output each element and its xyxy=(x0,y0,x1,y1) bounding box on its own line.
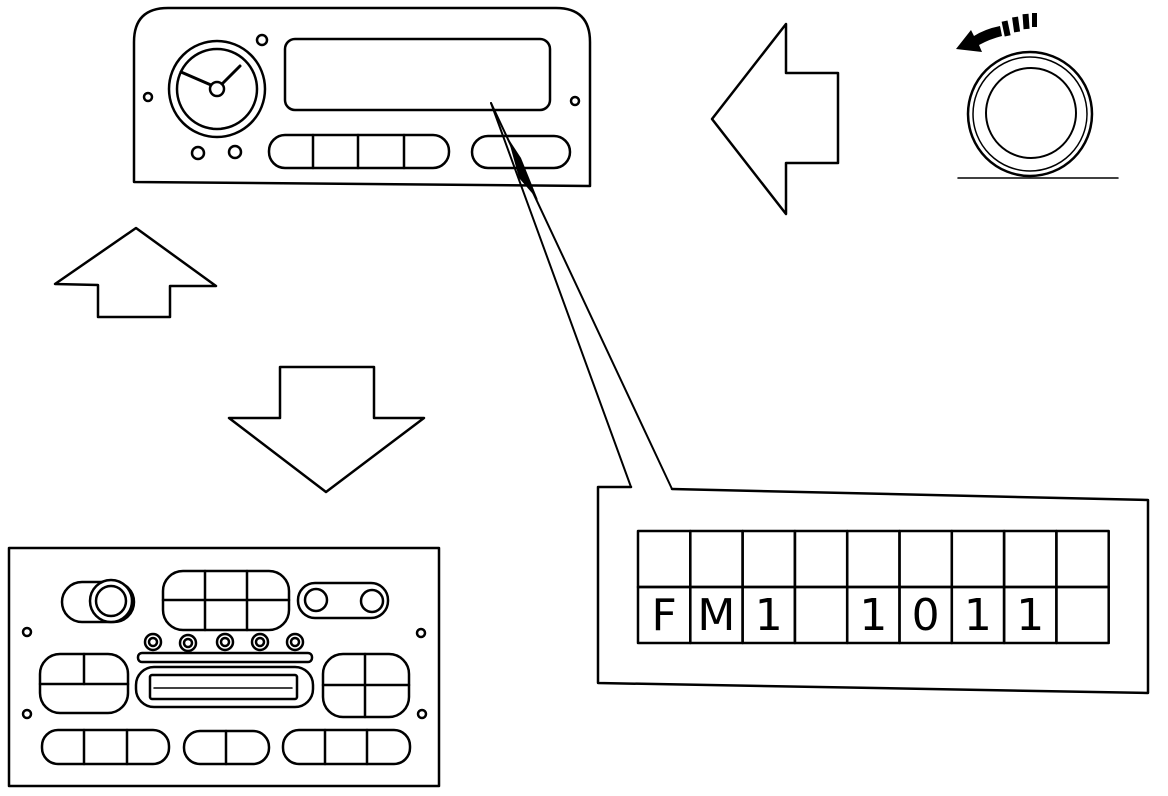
bottom-top-button-grid[interactable] xyxy=(161,569,291,632)
bottom-radio-housing xyxy=(7,546,441,788)
display-cell xyxy=(636,529,692,589)
bottom-preset-buttons-left[interactable] xyxy=(40,728,171,766)
display-cell xyxy=(1055,529,1110,589)
bottom-screw-icon xyxy=(416,708,428,720)
bottom-display-bar xyxy=(136,651,314,664)
top-small-knob[interactable] xyxy=(227,144,243,160)
top-screw-icon xyxy=(255,33,269,47)
top-small-knob[interactable] xyxy=(190,145,206,161)
top-display-window xyxy=(283,37,552,112)
down-arrow-icon xyxy=(227,365,426,494)
rotary-knob-icon[interactable] xyxy=(957,50,1119,179)
top-radio-housing xyxy=(132,6,592,188)
display-character: M xyxy=(697,590,735,641)
up-arrow-icon xyxy=(53,226,218,319)
display-cell xyxy=(898,529,954,589)
display-cell xyxy=(741,529,797,589)
display-cell xyxy=(689,529,744,589)
display-cell xyxy=(1055,585,1110,645)
bottom-indicator-leds xyxy=(143,632,305,653)
bottom-preset-buttons-middle[interactable] xyxy=(182,729,271,766)
display-cell xyxy=(793,585,849,645)
bottom-preset-buttons-right[interactable] xyxy=(281,728,412,766)
clock-icon xyxy=(167,39,267,139)
left-arrow-icon xyxy=(710,22,840,216)
display-character: 1 xyxy=(1016,590,1044,641)
display-character: 1 xyxy=(755,590,783,641)
bottom-right-button-pad[interactable] xyxy=(321,652,411,719)
display-character: 1 xyxy=(859,590,887,641)
display-cell xyxy=(950,529,1006,589)
display-character: 0 xyxy=(912,590,940,641)
bottom-screw-icon xyxy=(21,708,33,720)
bottom-right-knob-pair[interactable] xyxy=(296,581,390,620)
top-button-strip[interactable] xyxy=(267,133,451,170)
display-cell xyxy=(793,529,849,589)
top-screw-icon xyxy=(569,95,581,107)
bottom-radio-unit xyxy=(7,546,441,788)
top-screw-icon xyxy=(142,91,154,103)
bottom-left-button-pad[interactable] xyxy=(38,652,130,715)
bottom-volume-knob[interactable] xyxy=(60,578,136,624)
display-callout-pointer xyxy=(490,102,673,490)
bottom-screw-icon xyxy=(415,627,427,639)
display-character: 1 xyxy=(964,590,992,641)
display-cell xyxy=(1002,529,1058,589)
bottom-screw-icon xyxy=(21,626,33,638)
display-cell xyxy=(845,529,901,589)
rotate-direction-arrow-icon xyxy=(956,13,1037,52)
display-panel-frame xyxy=(596,485,1150,695)
cassette-slot[interactable] xyxy=(134,665,315,709)
top-radio-unit xyxy=(132,6,592,188)
display-character: F xyxy=(651,590,676,641)
